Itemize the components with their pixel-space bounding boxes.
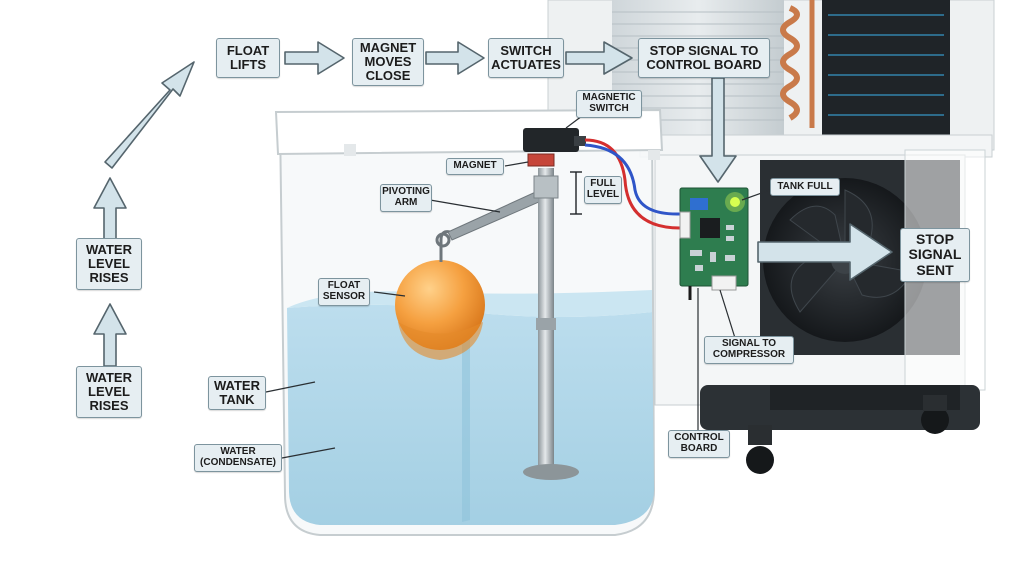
caster-left-mount <box>748 425 772 445</box>
pcb-connector-bottom <box>711 275 737 291</box>
label-control-board: CONTROL BOARD <box>668 430 730 458</box>
pcb-chip <box>700 218 720 238</box>
caster-right <box>921 406 949 434</box>
wire-red <box>584 138 681 230</box>
box-switch-actuates: SWITCH ACTUATES <box>488 38 564 78</box>
leader-water-tank <box>265 381 316 393</box>
flow-arrows <box>93 41 893 367</box>
arrow-diagonal <box>104 61 195 169</box>
pcb-components <box>690 225 735 271</box>
arrow-to-magnet <box>284 41 345 75</box>
leader-pivoting-arm <box>429 199 501 213</box>
float-ball <box>395 260 485 350</box>
arrow-to-stop <box>565 41 633 75</box>
lid-clip-right <box>648 150 660 160</box>
caster-right-mount <box>923 395 947 411</box>
control-board-pcb <box>679 187 749 300</box>
box-float-lifts: FLOAT LIFTS <box>216 38 280 78</box>
leader-lines <box>265 115 771 459</box>
leader-tank-full <box>741 189 771 201</box>
condenser-block <box>822 0 950 135</box>
leader-magnetic-switch <box>565 115 583 129</box>
magnetic-switch-body <box>523 128 579 152</box>
label-signal-to-compressor: SIGNAL TO COMPRESSOR <box>704 336 794 364</box>
label-pivoting-arm: PIVOTING ARM <box>380 184 432 212</box>
leader-water-condensate <box>281 447 336 459</box>
rod-sleeve <box>533 175 559 199</box>
box-stop-signal-to-control-board: STOP SIGNAL TO CONTROL BOARD <box>638 38 770 78</box>
box-magnet-moves-close: MAGNET MOVES CLOSE <box>352 38 424 86</box>
arrow-to-stop-sent <box>757 223 893 281</box>
rod-lower-collar <box>536 318 556 330</box>
box-stop-signal-sent: STOP SIGNAL SENT <box>900 228 970 282</box>
label-full-level: FULL LEVEL <box>584 176 622 204</box>
wire-blue <box>584 143 681 216</box>
leader-signal-compressor <box>719 289 736 339</box>
label-float-sensor: FLOAT SENSOR <box>318 278 370 306</box>
float-submerged-shade <box>398 322 483 360</box>
lid-clip-left <box>344 144 356 156</box>
arrow-to-switch <box>425 41 485 75</box>
hook-ring <box>435 232 451 248</box>
box-water-level-rises-lower: WATER LEVEL RISES <box>76 366 142 418</box>
tank-full-led <box>730 197 740 207</box>
pcb-connector-left <box>679 211 691 239</box>
arrow-up-lower <box>93 303 127 367</box>
caster-left <box>746 446 774 474</box>
label-magnetic-switch: MAGNETIC SWITCH <box>576 90 642 118</box>
label-water-tank: WATER TANK <box>208 376 266 410</box>
label-magnet: MAGNET <box>446 158 504 175</box>
water-inner-side <box>462 318 470 522</box>
leader-magnet <box>504 161 529 167</box>
full-level-bracket <box>570 171 582 215</box>
magnet-block <box>527 153 555 167</box>
label-tank-full: TANK FULL <box>770 178 840 196</box>
arrow-up-upper <box>93 177 127 241</box>
water-tank-assembly <box>274 108 681 536</box>
rod-base <box>523 464 579 480</box>
box-water-level-rises-upper: WATER LEVEL RISES <box>76 238 142 290</box>
label-water-condensate: WATER (CONDENSATE) <box>194 444 282 472</box>
led-glow <box>725 192 745 212</box>
switch-mount-tab <box>574 136 586 146</box>
leader-float-sensor <box>373 291 406 297</box>
pcb-blue-connector <box>690 198 708 210</box>
copper-tubes <box>780 0 815 128</box>
condenser-fins <box>828 14 944 116</box>
arrow-down-to-board <box>699 77 737 183</box>
